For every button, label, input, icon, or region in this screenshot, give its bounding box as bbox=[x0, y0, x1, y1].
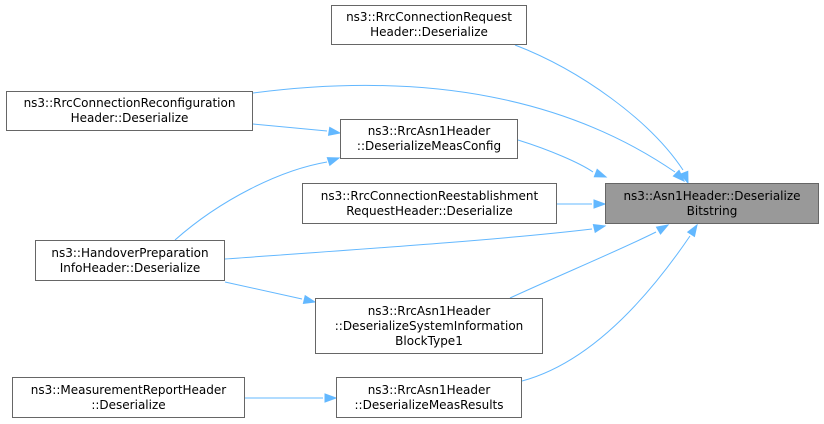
node-label-line: ns3::RrcAsn1Header bbox=[367, 303, 491, 318]
node-measurementreportheader-deserialize[interactable]: ns3::MeasurementReportHeader ::Deseriali… bbox=[12, 377, 245, 418]
node-label-line: InfoHeader::Deserialize bbox=[59, 260, 201, 275]
edge-n5-n3 bbox=[174, 161, 328, 241]
node-label-line: RequestHeader::Deserialize bbox=[346, 203, 513, 218]
edge-n5-n6 bbox=[224, 281, 303, 300]
node-rrcasn1header-deserializemeasresults[interactable]: ns3::RrcAsn1Header ::DeserializeMeasResu… bbox=[336, 377, 522, 418]
arrowhead-n2-n3 bbox=[327, 126, 342, 136]
node-label-line: ::DeserializeMeasConfig bbox=[356, 139, 502, 153]
node-label-line: BlockType1 bbox=[395, 333, 463, 348]
node-rrcconnectionreconfiguration-deserialize[interactable]: ns3::RrcConnectionReconfiguration Header… bbox=[6, 91, 253, 131]
node-label-line: ns3::Asn1Header::Deserialize bbox=[623, 188, 801, 203]
node-asn1header-deserialize-bitstring[interactable]: ns3::Asn1Header::Deserialize Bitstring bbox=[605, 183, 819, 224]
node-label-line: ns3::HandoverPreparation bbox=[51, 245, 209, 260]
node-rrcconnectionreestablishment-deserialize[interactable]: ns3::RrcConnectionReestablishment Reques… bbox=[302, 183, 557, 224]
arrowhead-n4-focus bbox=[593, 199, 607, 209]
arrowhead-n7-n8 bbox=[324, 393, 338, 403]
node-label-line: Bitstring bbox=[686, 203, 738, 218]
edge-n5-focus bbox=[224, 228, 593, 260]
node-label-line: ns3::MeasurementReportHeader bbox=[30, 382, 227, 397]
node-label-line: ::DeserializeSystemInformation bbox=[334, 318, 524, 333]
arrowhead-n5-focus bbox=[592, 223, 607, 234]
node-label-line: ns3::RrcConnectionRequest bbox=[346, 10, 512, 24]
edge-n3-focus bbox=[517, 139, 594, 173]
arrowhead-n5-n6 bbox=[302, 294, 317, 305]
node-label-line: ::DeserializeMeasResults bbox=[354, 397, 504, 412]
arrowhead-n6-focus bbox=[655, 224, 670, 235]
edge-n8-focus bbox=[521, 235, 691, 382]
node-label-line: ns3::RrcConnectionReconfiguration bbox=[23, 96, 236, 110]
arrowhead-n8-focus bbox=[686, 223, 698, 238]
edge-n1-focus bbox=[514, 44, 684, 171]
node-label-line: Header::Deserialize bbox=[370, 25, 488, 39]
node-label-line: ::Deserialize bbox=[91, 397, 166, 412]
node-handoverpreparationinfo-deserialize[interactable]: ns3::HandoverPreparation InfoHeader::Des… bbox=[35, 240, 225, 281]
edge-n6-focus bbox=[509, 231, 657, 299]
node-rrcasn1header-deserializemeasconfig[interactable]: ns3::RrcAsn1Header ::DeserializeMeasConf… bbox=[340, 119, 518, 159]
arrowhead-n3-focus bbox=[593, 168, 608, 178]
node-label-line: Header::Deserialize bbox=[70, 111, 189, 125]
edge-n2-n3 bbox=[252, 123, 328, 132]
node-label-line: ns3::RrcAsn1Header bbox=[367, 124, 491, 138]
node-label-line: ns3::RrcAsn1Header bbox=[367, 382, 491, 397]
node-rrcasn1header-deserializesysteminfo[interactable]: ns3::RrcAsn1Header ::DeserializeSystemIn… bbox=[315, 298, 543, 354]
arrowhead-n1-focus bbox=[679, 170, 689, 185]
node-rrcconnectionrequest-deserialize[interactable]: ns3::RrcConnectionRequest Header::Deseri… bbox=[331, 5, 527, 45]
arrowhead-n2-focus bbox=[672, 169, 686, 183]
node-label-line: ns3::RrcConnectionReestablishment bbox=[320, 188, 539, 203]
arrowhead-n5-n3 bbox=[326, 157, 341, 167]
edge-n2-focus bbox=[252, 84, 676, 173]
